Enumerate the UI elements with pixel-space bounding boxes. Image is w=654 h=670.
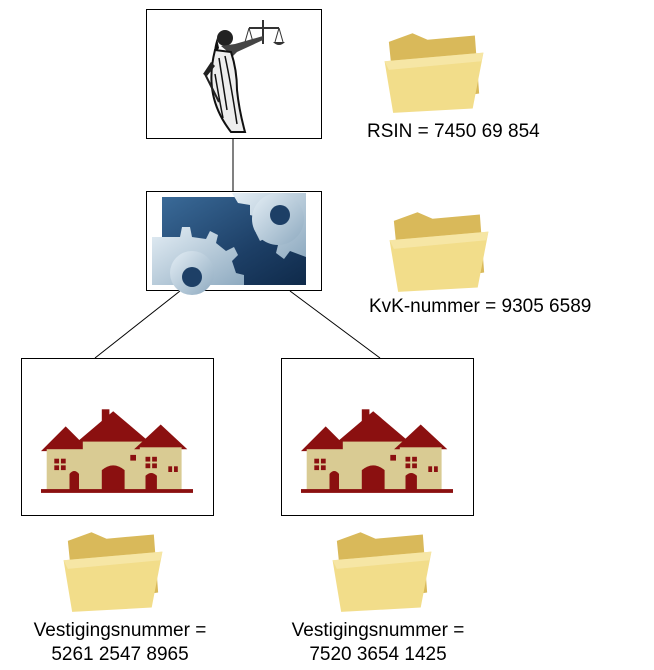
houses-icon — [301, 405, 453, 501]
branch-node-1 — [21, 358, 214, 516]
rsin-label: RSIN = 7450 69 854 — [367, 121, 540, 142]
folder-icon — [57, 528, 169, 614]
folder-icon — [378, 29, 490, 115]
branch-1-label: Vestigingsnummer = 5261 2547 8965 — [0, 620, 240, 666]
branch-1-label-line2: 5261 2547 8965 — [51, 644, 189, 665]
justice-node — [146, 9, 322, 139]
connector-company-branch-2 — [289, 290, 381, 359]
houses-icon — [41, 405, 193, 501]
kvk-label: KvK-nummer = 9305 6589 — [369, 296, 592, 317]
branch-2-label: Vestigingsnummer = 7520 3654 1425 — [258, 620, 498, 666]
company-node — [146, 191, 322, 295]
folder-icon — [383, 208, 495, 294]
justitia-scales-icon — [203, 20, 285, 133]
gears-icon — [152, 193, 306, 295]
branch-node-2 — [281, 358, 474, 516]
connector-company-branch-1 — [94, 290, 181, 359]
branch-2-label-line1: Vestigingsnummer = — [291, 620, 465, 641]
branch-2-label-line2: 7520 3654 1425 — [309, 644, 447, 665]
branch-1-label-line1: Vestigingsnummer = — [33, 620, 207, 641]
folder-icon — [326, 528, 438, 614]
